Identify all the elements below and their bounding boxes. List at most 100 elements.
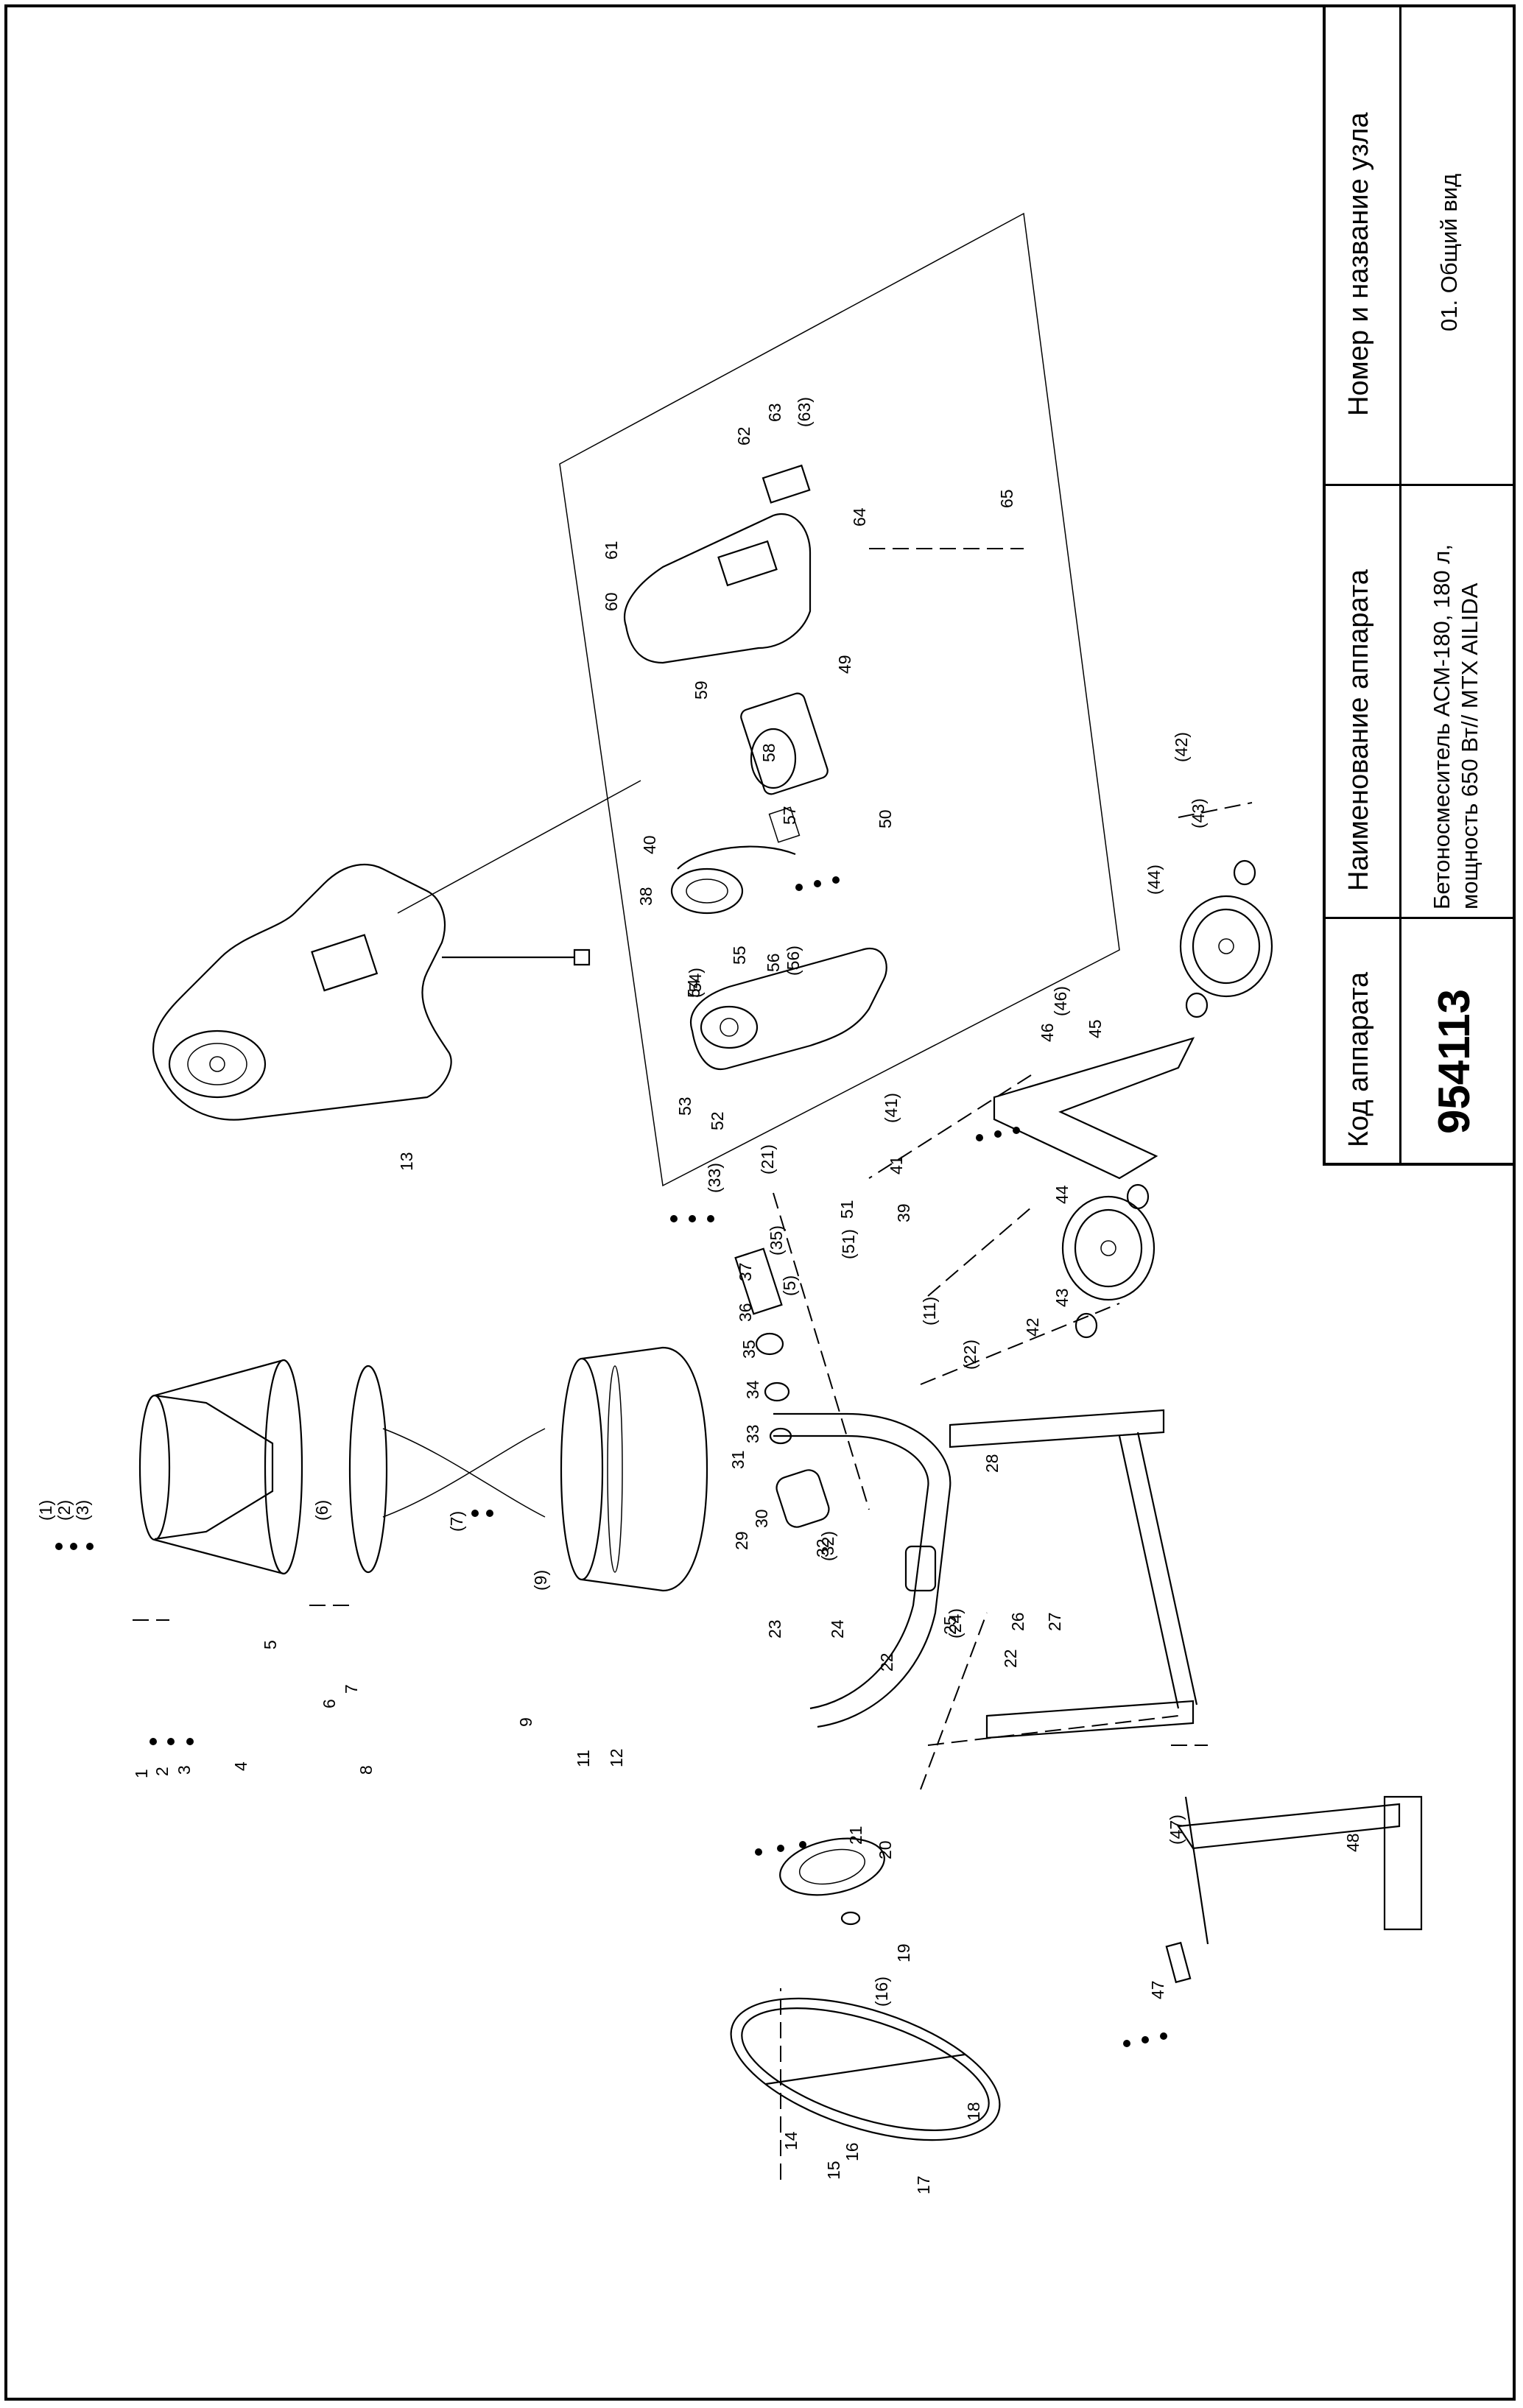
label-17: 17	[914, 2175, 933, 2194]
label-36: 36	[736, 1303, 755, 1322]
motor	[740, 692, 829, 843]
label-11: 11	[574, 1750, 593, 1767]
washer-43a	[1233, 859, 1256, 886]
label-22a: 22	[877, 1652, 896, 1672]
label-45: 45	[1086, 1019, 1105, 1038]
header-code: Код аппарата	[1343, 971, 1374, 1147]
label-42: 42	[1023, 1317, 1042, 1337]
label-p35: (35)	[767, 1225, 786, 1256]
title-block: Код аппарата Наименование аппарата Номер…	[1323, 7, 1516, 1166]
tow-bar	[1177, 1795, 1423, 1945]
label-32: 32	[813, 1538, 832, 1557]
label-p33: (33)	[705, 1163, 724, 1193]
label-35: 35	[739, 1339, 759, 1359]
header-name: Наименование аппарата	[1343, 569, 1374, 891]
label-25: 25	[940, 1616, 960, 1635]
label-61: 61	[602, 541, 621, 560]
handle-tube	[773, 1412, 952, 1728]
label-27: 27	[1045, 1612, 1064, 1631]
label-16: 16	[843, 2142, 862, 2161]
label-29: 29	[732, 1531, 751, 1550]
washer-43d	[1074, 1312, 1098, 1339]
label-p42: (42)	[1172, 732, 1191, 762]
label-58: 58	[759, 743, 778, 762]
label-p21: (21)	[758, 1144, 777, 1175]
label-p5: (5)	[780, 1275, 799, 1296]
label-7: 7	[342, 1684, 361, 1694]
label-3: 3	[175, 1765, 194, 1775]
label-30: 30	[752, 1509, 771, 1528]
label-43: 43	[1052, 1288, 1072, 1307]
axle-stand	[993, 1037, 1195, 1180]
label-p43: (43)	[1189, 798, 1208, 828]
label-9: 9	[516, 1717, 535, 1727]
label-18: 18	[964, 2102, 983, 2121]
label-52: 52	[708, 1111, 727, 1130]
label-12: 12	[607, 1748, 626, 1767]
label-p46: (46)	[1051, 986, 1070, 1016]
label-54: 54	[684, 979, 703, 998]
frame-legs	[920, 1303, 1198, 1746]
label-57: 57	[780, 806, 799, 825]
fasteners	[55, 876, 1167, 2047]
leader-lines	[773, 548, 1253, 2180]
label-p44: (44)	[1144, 865, 1164, 895]
label-p41: (41)	[882, 1093, 901, 1123]
label-6: 6	[320, 1699, 339, 1708]
label-47: 47	[1148, 1980, 1167, 1999]
label-p1: (1)	[36, 1500, 55, 1521]
label-19: 19	[894, 1943, 913, 1962]
label-21: 21	[846, 1826, 865, 1845]
label-20: 20	[876, 1840, 895, 1859]
label-p32: (32)	[818, 1531, 837, 1561]
washer-43b	[1185, 992, 1209, 1018]
header-node: Номер и название узла	[1343, 112, 1374, 416]
label-8: 8	[356, 1765, 376, 1775]
label-28: 28	[982, 1454, 1002, 1473]
label-13: 13	[397, 1152, 416, 1171]
label-40: 40	[640, 835, 659, 854]
label-34: 34	[743, 1380, 762, 1399]
motor-housing-cover	[152, 863, 591, 1121]
label-41: 41	[887, 1155, 906, 1175]
label-p11: (11)	[920, 1297, 939, 1326]
label-62: 62	[734, 426, 753, 446]
label-15: 15	[824, 2161, 843, 2180]
label-31: 31	[728, 1450, 748, 1469]
label-p7: (7)	[447, 1511, 466, 1532]
label-65: 65	[997, 489, 1016, 508]
drawing-frame	[4, 4, 1516, 2401]
belt-pulley	[670, 845, 796, 915]
label-64: 64	[850, 507, 869, 527]
label-51: 51	[837, 1200, 857, 1219]
wheel-upper	[1179, 895, 1273, 998]
label-p54: (54)	[686, 968, 705, 998]
label-p3: (3)	[73, 1500, 92, 1521]
label-50: 50	[876, 809, 895, 828]
label-49: 49	[835, 655, 854, 674]
label-39: 39	[894, 1203, 913, 1222]
label-14: 14	[781, 2131, 801, 2150]
label-44: 44	[1052, 1185, 1072, 1204]
handwheel	[730, 1997, 1001, 2141]
gear-plate	[690, 948, 887, 1070]
label-23: 23	[765, 1619, 784, 1638]
motor-cover	[624, 464, 812, 664]
label-33: 33	[743, 1424, 762, 1443]
label-5: 5	[261, 1640, 280, 1650]
label-p47: (47)	[1167, 1814, 1186, 1845]
ring-gear	[779, 1837, 885, 1926]
part-labels: 1 2 3 4 5 6 7 8 9 11 12 13 14 15 16 17 1…	[36, 397, 1362, 2194]
apparatus-name-line1: Бетоносмеситель АСМ-180, 180 л,	[1429, 544, 1455, 909]
label-53: 53	[675, 1096, 694, 1116]
label-55: 55	[730, 946, 749, 965]
label-p51: (51)	[839, 1229, 858, 1259]
label-59: 59	[692, 680, 711, 700]
label-37: 37	[736, 1262, 755, 1281]
label-26: 26	[1008, 1612, 1027, 1631]
label-38: 38	[636, 887, 655, 906]
label-p6: (6)	[312, 1500, 331, 1521]
motor-assembly-outline	[397, 212, 1120, 1187]
node-name: 01. Общий вид	[1436, 173, 1462, 331]
